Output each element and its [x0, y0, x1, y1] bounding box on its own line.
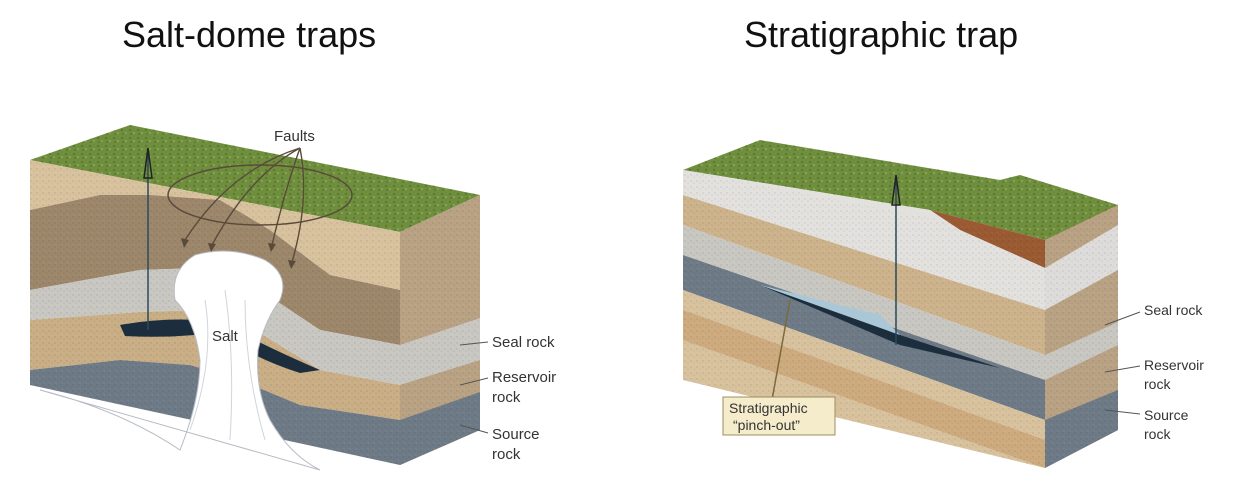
right-source-label-2: rock [1144, 426, 1171, 442]
right-derrick-icon [891, 174, 901, 206]
salt-dome-block [30, 125, 480, 471]
faults-label: Faults [274, 128, 315, 145]
right-reservoir-label-2: rock [1144, 376, 1171, 392]
callout-label-2: “pinch-out” [733, 417, 800, 433]
left-oil-trap-left [120, 319, 195, 337]
left-seal-rock-label: Seal rock [492, 334, 555, 351]
salt-label: Salt [212, 328, 239, 345]
salt-dome [39, 250, 321, 471]
left-oil-trap-right [255, 340, 320, 373]
left-derrick-icon [143, 147, 153, 179]
right-seal-rock-label: Seal rock [1144, 302, 1203, 318]
right-reservoir-label-1: Reservoir [1144, 357, 1204, 373]
left-source-label-2: rock [492, 446, 521, 463]
right-panel-title: Stratigraphic trap [744, 14, 1019, 55]
left-reservoir-label-1: Reservoir [492, 369, 556, 386]
left-source-label-1: Source [492, 426, 540, 443]
pinch-out-callout [722, 396, 836, 436]
left-panel-title: Salt-dome traps [122, 14, 377, 55]
callout-label-1: Stratigraphic [729, 400, 808, 416]
fault-arrows [184, 147, 305, 263]
left-reservoir-label-2: rock [492, 389, 521, 406]
right-source-label-1: Source [1144, 407, 1189, 423]
